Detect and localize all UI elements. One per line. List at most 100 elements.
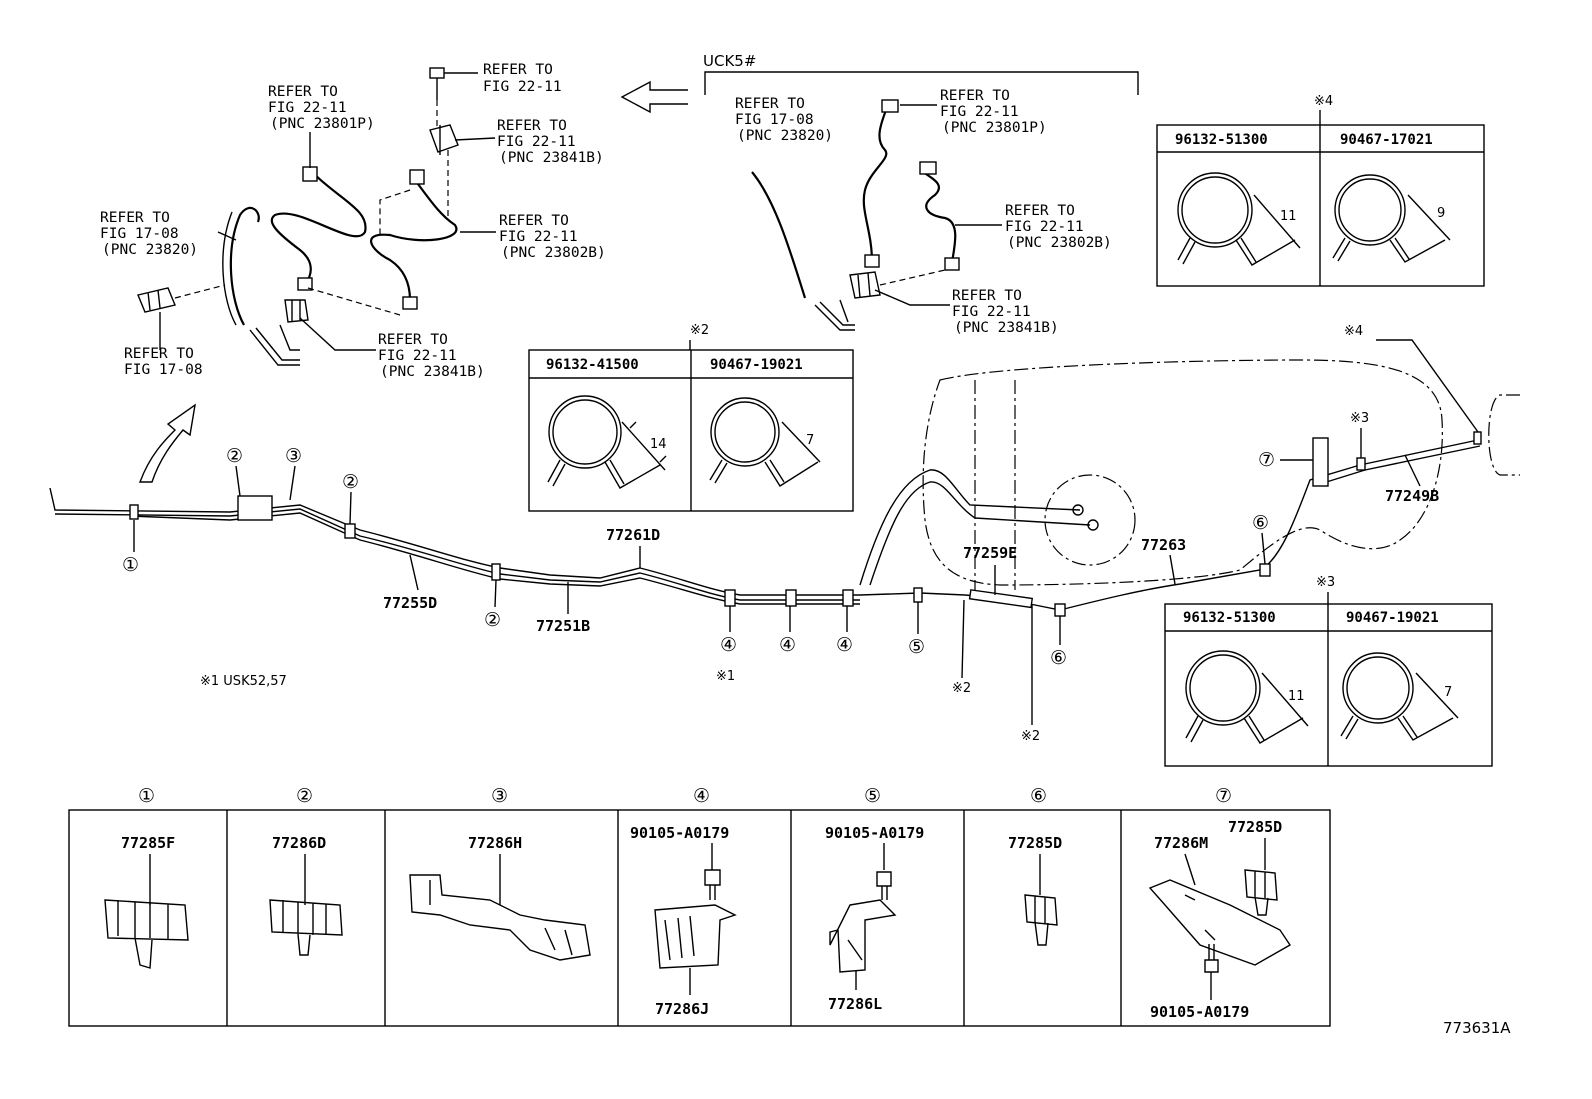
fuel-tank-outline [859, 359, 1520, 590]
clip-marker [1356, 457, 1366, 471]
clip-marker [1259, 563, 1271, 577]
clamp-ring [1338, 178, 1402, 242]
hose-23802b [919, 169, 957, 263]
part-label: 77285D [1228, 818, 1282, 836]
callout-4: ④ [693, 785, 710, 807]
main-fuel-lines: 77261D 77255D 77251B 77259E 77263 77249B… [49, 324, 1482, 744]
connector [302, 166, 318, 182]
clip-77286d [269, 899, 343, 956]
dimension-value: 9 [1437, 206, 1445, 221]
refer-text: REFER TO FIG 22-11 (PNC 23801P) [940, 88, 1047, 136]
dashed-leader [307, 287, 401, 316]
dimension-value: 11 [1280, 209, 1297, 224]
refer-text: REFER TO FIG 22-11 (PNC 23841B) [497, 118, 604, 166]
mark-label: ※1 [716, 669, 735, 684]
callout-2: ② [226, 445, 243, 467]
refer-text: REFER TO FIG 22-11 [483, 62, 562, 95]
table-grid [529, 350, 853, 511]
part-number: 90467-19021 [1346, 610, 1439, 626]
connector [297, 277, 313, 291]
callout-6: ⑥ [1252, 512, 1269, 534]
clamp-tab [1185, 715, 1304, 744]
callout-6: ⑥ [1030, 785, 1047, 807]
clamp-ring [1177, 172, 1253, 248]
mark-label: ※3 [1350, 411, 1369, 426]
table-grid [1157, 125, 1484, 286]
figure-id: 773631A [1443, 1019, 1511, 1037]
clip-marker [129, 504, 139, 520]
clip-77285f [104, 899, 189, 969]
hose-23801p [862, 104, 890, 263]
filler-vent-hose [751, 171, 807, 299]
part-label: 77286H [468, 834, 522, 852]
tank-pipe [859, 469, 1081, 586]
filler-vent-hose-edge [222, 211, 237, 326]
bolt-label: 90105-A0179 [825, 824, 924, 842]
clamp-tab [1332, 237, 1446, 263]
fuel-line [54, 508, 860, 601]
refer-text: REFER TO FIG 17-08 [124, 346, 203, 378]
clip-77286j [654, 904, 737, 969]
bracket-77286m [1148, 879, 1291, 966]
callout-2: ② [484, 609, 501, 631]
leader-line [1376, 339, 1479, 433]
callout-1: ① [122, 554, 139, 576]
leader-line [349, 491, 352, 525]
mark-label: ※2 [690, 323, 709, 338]
clamp-ring [1334, 174, 1406, 246]
clip-marker [491, 563, 501, 581]
connector [864, 254, 880, 268]
pipe-end [1087, 519, 1099, 531]
bolt-label: 90105-A0179 [1150, 1003, 1249, 1021]
clamp-tab [1340, 715, 1454, 741]
clamp-tab [547, 459, 661, 489]
clamp-table-3: ※3 96132-51300 90467-19021 11 7 [1164, 575, 1493, 767]
filler-vent-hose [229, 206, 260, 326]
table-grid [226, 810, 1122, 1026]
part-label: 77286J [655, 1000, 709, 1018]
dimension [781, 421, 821, 463]
leader-line [409, 554, 419, 591]
leader-line [1169, 554, 1176, 585]
clamp-ring [548, 395, 622, 469]
top-left-assembly: REFER TO FIG 22-11 REFER TO FIG 22-11 (P… [100, 62, 688, 483]
refer-text: REFER TO FIG 22-11 (PNC 23841B) [952, 288, 1059, 336]
dimension-value: 14 [650, 437, 667, 452]
callout-2: ② [296, 785, 313, 807]
bottom-parts-table: ① ② ③ ④ ⑤ ⑥ ⑦ 77285F 77286D 77286H 90105… [68, 785, 1331, 1027]
arrow-left-icon [620, 80, 688, 114]
part-label: 77263 [1141, 536, 1186, 554]
part-label: 77286D [272, 834, 326, 852]
bracket-7 [1312, 437, 1329, 487]
leader-line [961, 599, 965, 679]
note-text: ※1 USK52,57 [200, 674, 287, 689]
part-label: 77285F [121, 834, 175, 852]
variant-bracket [704, 71, 1139, 95]
fuel-line-77263 [964, 439, 1479, 611]
clamp-ring [1185, 650, 1261, 726]
leader-line [235, 465, 241, 497]
clip-77285d [1244, 869, 1278, 916]
dimension-value: 7 [806, 433, 814, 448]
clamp-ring [714, 401, 776, 463]
callout-2: ② [342, 471, 359, 493]
part-label: 77255D [383, 594, 437, 612]
mark-label: ※4 [1314, 94, 1333, 109]
tank-phantom [974, 380, 1016, 590]
connector [944, 257, 960, 271]
clip-77285d [1024, 894, 1058, 946]
clamp-ring [1189, 654, 1257, 722]
leader-line [289, 465, 296, 501]
leader-line [299, 317, 376, 351]
pipe-ends [814, 299, 855, 331]
callout-4: ④ [720, 634, 737, 656]
clamp-ring [1346, 656, 1410, 720]
bracket-77286h [409, 874, 591, 961]
leader-line [874, 289, 950, 306]
callout-5: ⑤ [908, 636, 925, 658]
connector [881, 99, 899, 113]
clamp-ring [1342, 652, 1414, 724]
dimension [1261, 672, 1309, 727]
refer-text: REFER TO FIG 22-11 (PNC 23802B) [1005, 203, 1112, 251]
clamp-table-4: ※4 96132-51300 90467-17021 11 9 [1156, 94, 1485, 287]
